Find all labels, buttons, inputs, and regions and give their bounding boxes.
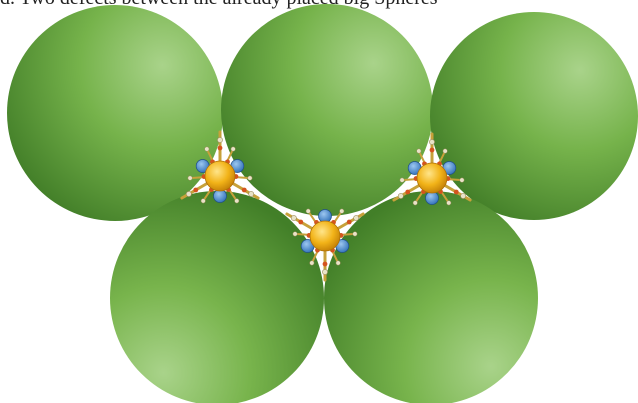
cluster-link-atom bbox=[218, 146, 223, 151]
cluster-side-atom bbox=[231, 147, 235, 151]
cluster-ring-atom bbox=[319, 210, 332, 223]
cluster-side-atom bbox=[353, 232, 357, 236]
cluster-side-atom bbox=[413, 201, 417, 205]
cluster-side-atom bbox=[460, 178, 464, 182]
cluster-ring-atom bbox=[214, 190, 227, 203]
big-sphere-bottom-left bbox=[110, 191, 324, 403]
cluster-side-atom bbox=[340, 209, 344, 213]
cluster-tip-atom bbox=[249, 191, 254, 196]
cluster-core-sphere bbox=[310, 221, 340, 251]
cluster-link-atom bbox=[454, 190, 459, 195]
cluster-side-atom bbox=[400, 178, 404, 182]
cluster-side-atom bbox=[201, 199, 205, 203]
cluster-link-atom bbox=[242, 188, 247, 193]
cluster-link-atom bbox=[323, 262, 328, 267]
cluster-link-atom bbox=[193, 188, 198, 193]
cluster-link-atom bbox=[430, 148, 435, 153]
cluster-link-atom bbox=[298, 220, 303, 225]
cluster-side-atom bbox=[235, 199, 239, 203]
cluster-tip-atom bbox=[398, 193, 403, 198]
big-sphere-top-center bbox=[221, 4, 433, 216]
cluster-link-atom bbox=[405, 190, 410, 195]
big-sphere-top-right bbox=[430, 12, 638, 220]
big-sphere-bottom-right bbox=[324, 191, 538, 403]
cluster-side-atom bbox=[447, 201, 451, 205]
cluster-side-atom bbox=[443, 149, 447, 153]
cluster-tip-atom bbox=[322, 269, 327, 274]
cluster-tip-atom bbox=[461, 193, 466, 198]
cluster-core-sphere bbox=[417, 163, 447, 193]
cluster-side-atom bbox=[248, 176, 252, 180]
cluster-link-atom bbox=[347, 220, 352, 225]
cluster-ring-atom bbox=[426, 192, 439, 205]
cluster-side-atom bbox=[293, 232, 297, 236]
cluster-tip-atom bbox=[354, 215, 359, 220]
cluster-side-atom bbox=[310, 261, 314, 265]
big-sphere-top-left bbox=[7, 5, 223, 221]
cluster-side-atom bbox=[336, 261, 340, 265]
cluster-side-atom bbox=[205, 147, 209, 151]
cluster-side-atom bbox=[188, 176, 192, 180]
cluster-core-sphere bbox=[205, 161, 235, 191]
cluster-tip-atom bbox=[217, 137, 222, 142]
cluster-tip-atom bbox=[429, 139, 434, 144]
cluster-side-atom bbox=[417, 149, 421, 153]
caption-text: d. Two defects between the already place… bbox=[0, 0, 638, 10]
cluster-tip-atom bbox=[186, 191, 191, 196]
cluster-side-atom bbox=[306, 209, 310, 213]
cluster-tip-atom bbox=[291, 215, 296, 220]
